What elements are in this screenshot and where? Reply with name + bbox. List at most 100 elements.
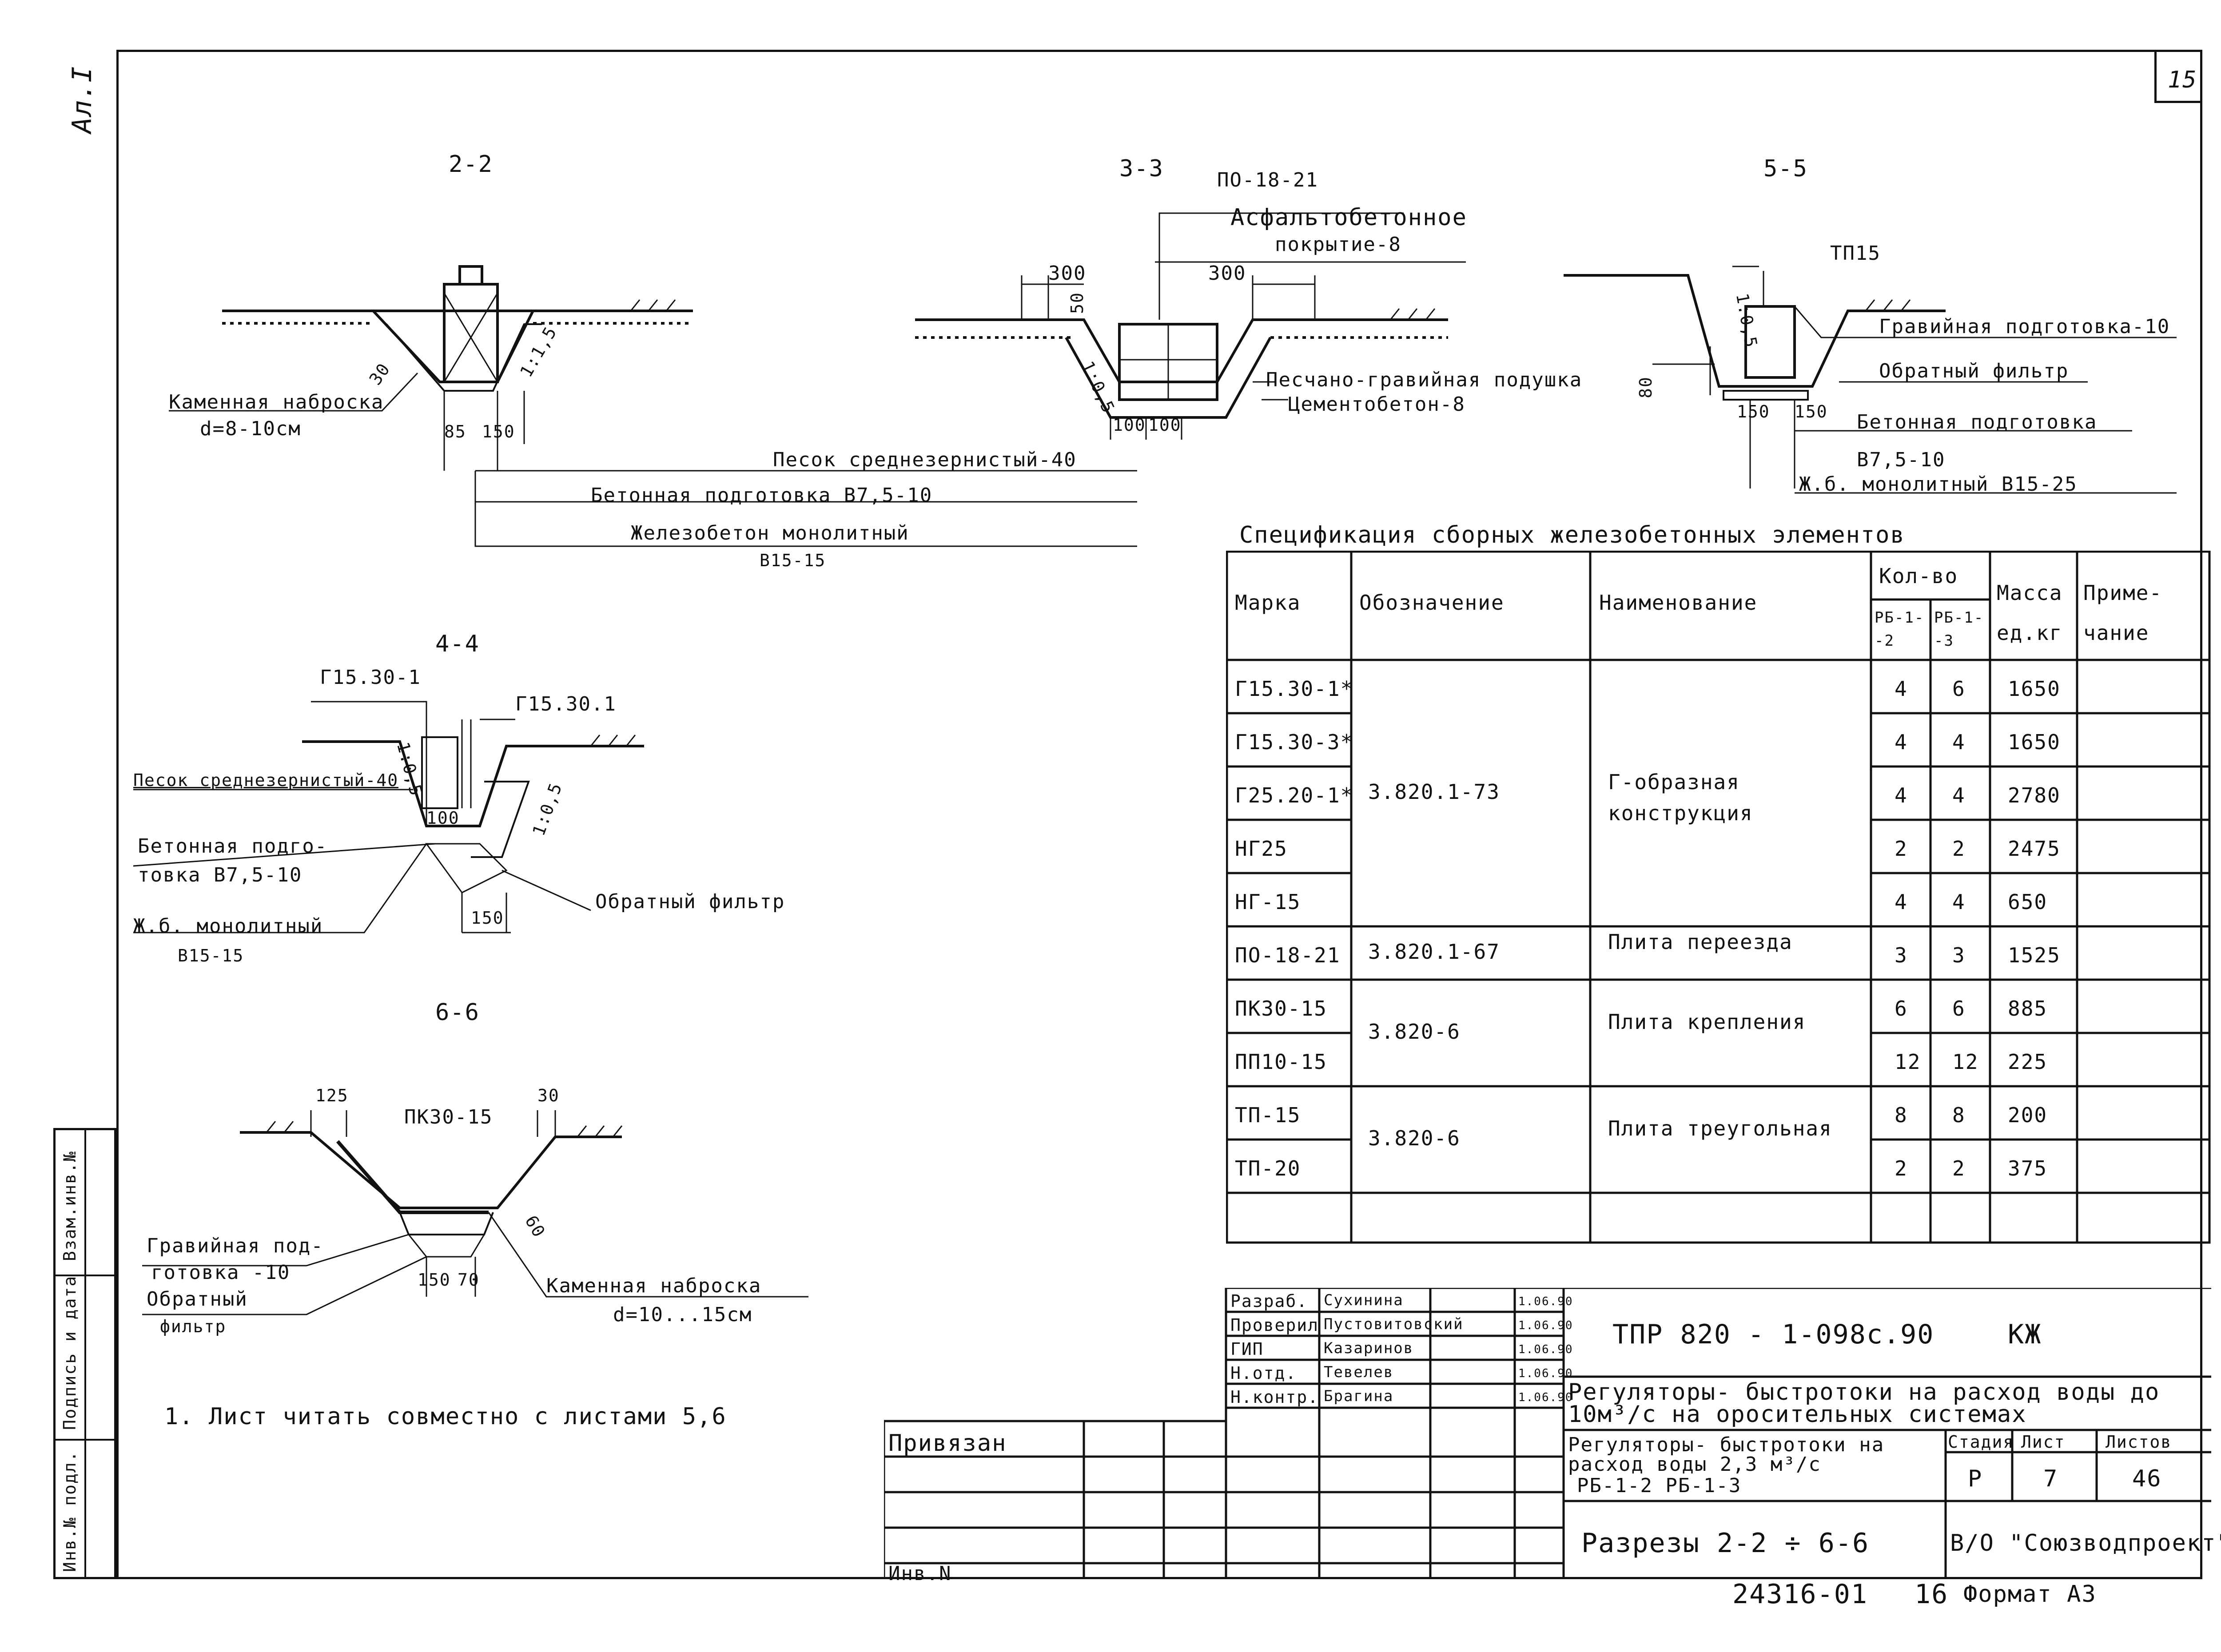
spec-cell-mass: 200 [2008,1103,2048,1127]
label-b75-55: B7,5-10 [1857,449,1946,471]
section-6-6-drawing [240,1110,622,1297]
tb-organization: В/О "Союзводпроект" [1950,1530,2221,1557]
tb-sheets: 46 [2132,1465,2162,1492]
label-pesok: Песок среднезернистый-40 [773,449,1077,471]
label-gravij: Гравийная подготовка-10 [1879,315,2170,338]
tb-date: 1.06.90 [1518,1367,1573,1380]
tb-project: Регуляторы- быстротоки на расход воды до… [1568,1379,2160,1428]
section-3-3-drawing [915,212,1466,440]
side-stamp-line [53,1439,116,1441]
label-zhb-44: Ж.б. монолитный [133,915,323,937]
label-kamennaya: Каменная наброска [169,391,384,413]
spec-header-note: Приме-чание [2083,581,2163,645]
spec-cell-mass: 1650 [2008,730,2061,754]
spec-cell-qty-a: 2 [1895,1156,1908,1180]
spec-cell-qty-a: 12 [1895,1050,1921,1074]
tb-date: 1.06.90 [1518,1295,1573,1308]
label-tp15: ТП15 [1830,242,1881,265]
section-title-6-6: 6-6 [435,999,480,1026]
label-beton-55: Бетонная подготовка [1857,411,2098,433]
label-zhb: Железобетон монолитный [631,522,909,544]
label-50: 50 [1067,292,1087,314]
spec-cell-qty-b: 3 [1952,943,1966,967]
label-d: d=8-10см [200,417,301,440]
spec-header-qty: Кол-во [1879,564,1958,588]
label-po1821: ПО-18-21 [1217,169,1318,191]
spec-cell-name: Плита крепления [1608,1010,1806,1034]
label-100-44: 100 [426,808,460,828]
spec-cell-qty-a: 4 [1895,783,1908,807]
tb-stage: Р [1968,1465,1983,1492]
tb-person: Тевелев [1324,1363,1394,1381]
drawing-frame [116,50,2202,1579]
spec-cell-mark: НГ25 [1235,837,1288,861]
tb-subject-1: Регуляторы- быстротоки на [1568,1434,1885,1456]
spec-cell-name: Плита переезда [1608,930,1793,954]
label-b1515: B15-15 [760,551,826,570]
spec-cell-qty-a: 3 [1895,943,1908,967]
label-d-66: d=10...15см [613,1303,752,1326]
spec-cell-mark: ПК30-15 [1235,997,1327,1021]
label-b1515-44: B15-15 [178,946,244,965]
spec-title: Спецификация сборных железобетонных элем… [1239,522,1905,548]
spec-table: Марка Обозначение Наименование Кол-во РБ… [1226,551,2211,1245]
spec-cell-qty-a: 2 [1895,837,1908,861]
section-4-4-drawing [302,701,644,933]
label-100b: 100 [1148,415,1182,435]
tb-sheet: 7 [2043,1465,2058,1492]
spec-cell-qty-b: 4 [1952,783,1966,807]
label-obrat-55: Обратный фильтр [1879,360,2069,382]
label-obrat-66b: фильтр [160,1317,227,1336]
spec-cell-qty-b: 4 [1952,730,1966,754]
spec-cell-qty-a: 4 [1895,730,1908,754]
tb-person: Казаринов [1324,1339,1414,1357]
tb-sheets-label: Листов [2106,1432,2172,1452]
label-80: 80 [1636,376,1656,398]
title-block-grid [884,1288,2211,1579]
tb-role: Н.отд. [1230,1363,1297,1383]
spec-cell-mass: 225 [2008,1050,2048,1074]
tb-person: Брагина [1324,1387,1394,1405]
spec-cell-mark: ТП-20 [1235,1156,1301,1180]
spec-cell-mass: 1525 [2008,943,2061,967]
label-150-66: 150 [418,1270,451,1290]
tb-person: Сухинина [1324,1291,1404,1309]
side-stamp-line [53,1275,116,1276]
spec-cell-mass: 2780 [2008,783,2061,807]
label-125: 125 [315,1086,349,1105]
spec-cell-mass: 650 [2008,890,2048,914]
label-gravij-66b: готовка -10 [151,1261,291,1284]
label-g1530-1b: Г15.30.1 [515,693,617,715]
spec-cell-qty-a: 4 [1895,677,1908,701]
spec-header-qty-a: РБ-1--2 [1875,609,1925,650]
label-beton-44b: товка B7,5-10 [138,864,303,886]
label-beton-44a: Бетонная подго- [138,835,328,858]
tb-code-suffix: КЖ [2008,1319,2042,1350]
label-85: 85 [444,422,466,441]
spec-cell-mark: Г15.30-1* [1235,677,1354,701]
label-150-44: 150 [471,908,504,928]
spec-cell-designation: 3.820.1-73 [1368,780,1500,804]
tb-drawing-title: Разрезы 2-2 ÷ 6-6 [1581,1528,1870,1559]
label-asfalt: Асфальтобетонное [1230,204,1467,231]
spec-cell-mark: НГ-15 [1235,890,1301,914]
tb-person: Пустовитовский [1324,1315,1464,1333]
spec-cell-qty-a: 4 [1895,890,1908,914]
tb-subject-2: расход воды 2,3 м³/с [1568,1453,1821,1476]
label-beton: Бетонная подготовка B7,5-10 [591,484,933,507]
label-70-66: 70 [458,1270,480,1290]
sheet-number-box [2154,50,2202,103]
footer-page: 16 [1915,1579,1949,1610]
section-2-2-drawing [222,265,1137,547]
section-title-3-3: 3-3 [1119,155,1164,182]
section-title-2-2: 2-2 [449,151,493,178]
tb-date: 1.06.90 [1518,1343,1573,1356]
drawing-note: 1. Лист читать совместно с листами 5,6 [164,1403,727,1430]
spec-cell-qty-b: 6 [1952,997,1966,1021]
tb-date: 1.06.90 [1518,1391,1573,1404]
spec-cell-mark: Г15.30-3* [1235,730,1354,754]
tb-code: ТПР 820 - 1-098с.90 [1612,1319,1934,1350]
tb-role: ГИП [1230,1339,1264,1359]
